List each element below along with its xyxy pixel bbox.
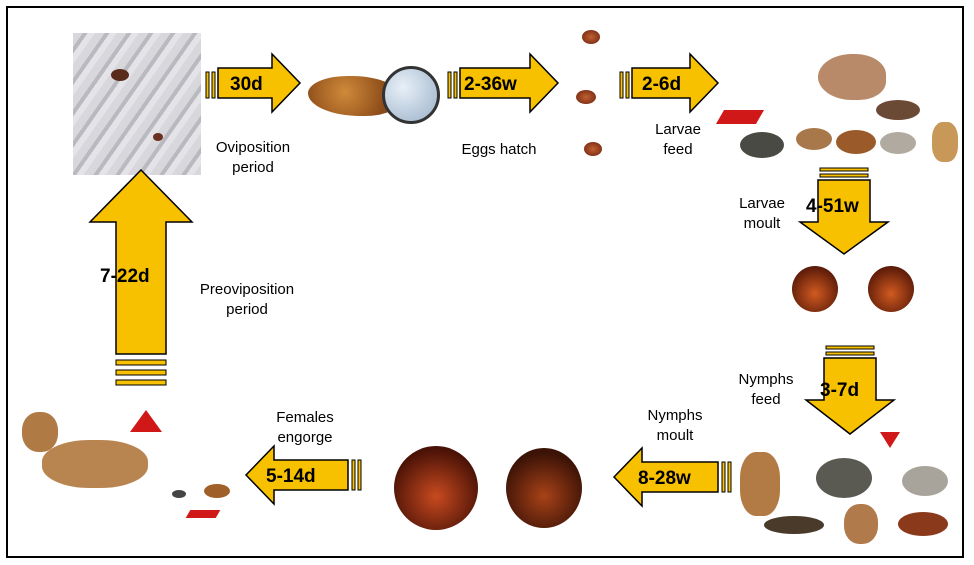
tick-egg-mass-photo [304,60,444,130]
caption-larvae-moult: Larvae moult [722,194,802,234]
caption-larvae-feed: Larvae feed [638,120,718,160]
diagram-frame: 30d Oviposition period 2-36w Eggs hatch … [6,6,964,558]
arrow-3-7d-label: 3-7d [820,380,859,402]
caption-oviposition-period: Oviposition period [198,138,308,178]
arrow-2-36w-label: 2-36w [464,74,517,96]
deer-host-photo [12,406,240,522]
caption-nymphs-moult: Nymphs moult [630,406,720,446]
caption-females-engorge: Females engorge [260,408,350,448]
arrow-4-51w-label: 4-51w [806,196,859,218]
medium-host-animals-photo [730,432,964,556]
arrow-7-22d-label: 7-22d [100,266,150,288]
arrow-30d-label: 30d [230,74,263,96]
arrow-5-14d-label: 5-14d [266,466,316,488]
arrow-2-6d-label: 2-6d [642,74,681,96]
hatched-larvae-photo [564,18,624,178]
moulted-nymphs-photo [774,254,934,324]
adult-ticks-on-skin-photo [73,33,201,175]
arrow-8-28w-label: 8-28w [638,468,691,490]
caption-eggs-hatch: Eggs hatch [444,140,554,160]
adult-ticks-photo [382,426,610,536]
caption-nymphs-feed: Nymphs feed [728,370,804,410]
caption-preoviposition-period: Preoviposition period [182,280,312,320]
small-host-animals-photo [720,44,964,170]
